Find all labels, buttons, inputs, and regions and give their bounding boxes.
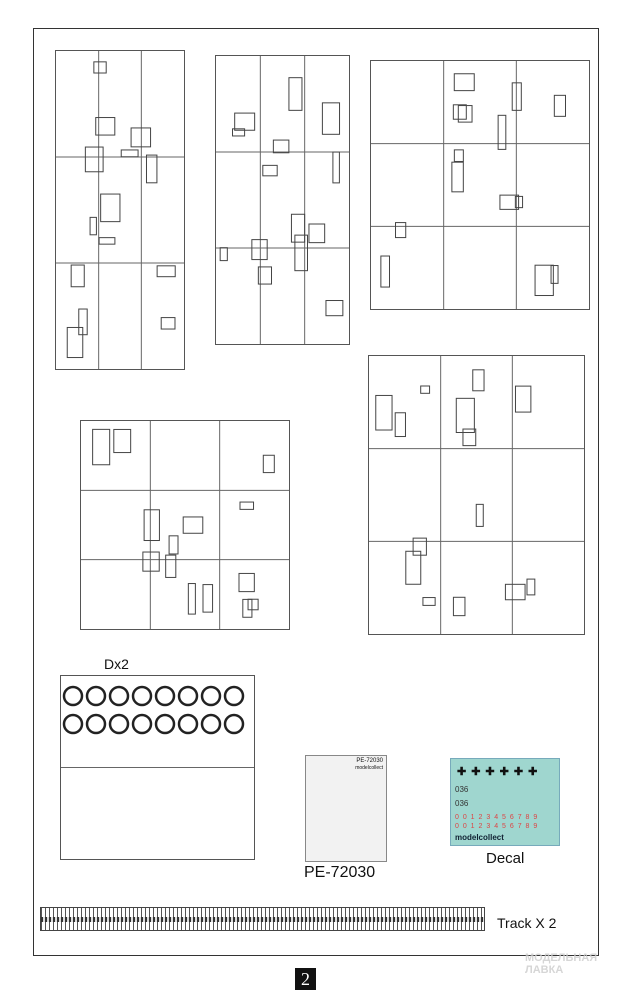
sprue-b xyxy=(215,55,350,345)
track-label: Track X 2 xyxy=(497,915,557,931)
sprue-d xyxy=(368,355,585,635)
sprue-parts-drawing xyxy=(81,421,289,629)
sprue-parts-drawing xyxy=(369,356,584,634)
decal-hull-number: 036 xyxy=(455,785,469,794)
pe-label: PE-72030 xyxy=(304,864,376,881)
sprue-e xyxy=(80,420,290,630)
sprue-parts-drawing xyxy=(216,56,349,344)
sprue-a xyxy=(55,50,185,370)
sprue-wheels xyxy=(60,675,255,860)
decal-hull-number: 036 xyxy=(455,799,469,808)
pe-brand: modelcollect xyxy=(355,765,383,771)
watermark: МОДЕЛЬНАЯ ЛАВКА xyxy=(525,952,598,976)
track-link xyxy=(40,907,485,931)
page-number: 2 xyxy=(295,968,316,990)
decal-digits: 0 0 1 2 3 4 5 6 7 8 9 xyxy=(455,823,539,830)
decal-digits: 0 0 1 2 3 4 5 6 7 8 9 xyxy=(455,814,539,821)
decal-sheet: ✚✚✚✚✚✚ 036 036 0 0 1 2 3 4 5 6 7 8 9 0 0… xyxy=(450,758,560,846)
sprue-d-label: Dx2 xyxy=(104,656,129,672)
decal-crosses: ✚✚✚✚✚✚ xyxy=(457,766,543,778)
decal-label: Decal xyxy=(486,850,525,867)
pe-code: PE-72030 xyxy=(356,758,383,764)
sprue-parts-drawing xyxy=(56,51,184,369)
sprue-parts-drawing xyxy=(61,685,254,768)
page-border xyxy=(33,28,599,956)
photo-etch-fret: PE-72030 modelcollect xyxy=(305,755,387,862)
sprue-c xyxy=(370,60,590,310)
decal-brand: modelcollect xyxy=(455,833,504,842)
sprue-parts-drawing xyxy=(371,61,589,309)
